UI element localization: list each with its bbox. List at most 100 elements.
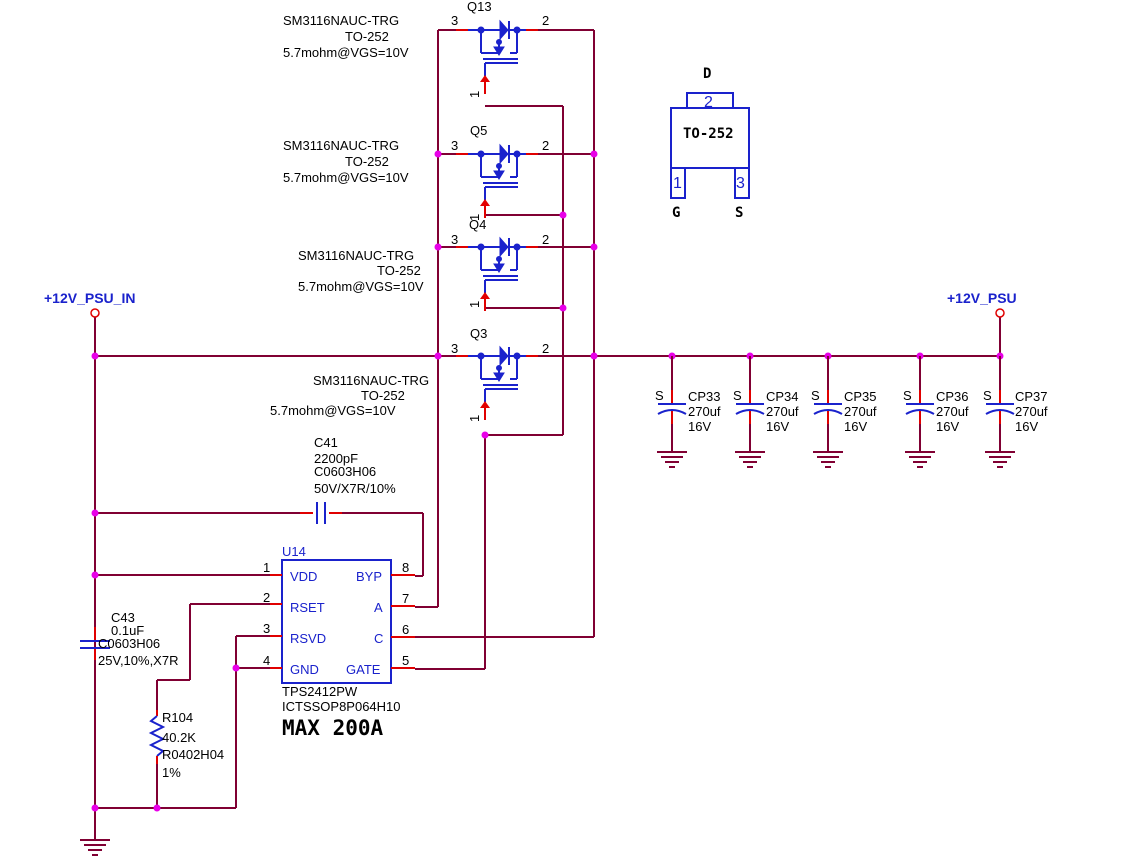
u14-pin1-num: 1 [263, 560, 270, 575]
cap-cp35: S CP35 270uf 16V [811, 388, 877, 434]
c43-value: 0.1uF [111, 623, 144, 638]
cap-cp34-symbol [735, 356, 765, 452]
ground-symbol [985, 451, 1015, 468]
q5-pin-s: 3 [451, 138, 458, 153]
u14-part: TPS2412PW [282, 684, 358, 699]
u14-pin2-name: RSET [290, 600, 325, 615]
ground-symbol [80, 839, 110, 856]
cap-cp35-symbol [813, 356, 843, 452]
c41-rating: 50V/X7R/10% [314, 481, 396, 496]
cp35-s: S [811, 388, 820, 403]
pkg-pin-3: 3 [736, 175, 745, 192]
q13-pin-g: 1 [467, 91, 482, 98]
cp34-s: S [733, 388, 742, 403]
ground-symbols [80, 451, 1015, 856]
pkg-pin-2: 2 [704, 94, 713, 111]
mosfet-q4: SM3116NAUC-TRG TO-252 5.7mohm@VGS=10V Q4… [298, 217, 549, 308]
mosfet-q3-symbol [456, 345, 538, 420]
q3-rds: 5.7mohm@VGS=10V [270, 403, 396, 418]
c41-value: 2200pF [314, 451, 358, 466]
q5-ref: Q5 [470, 123, 487, 138]
q4-pin-g: 1 [467, 301, 482, 308]
net-label-in: +12V_PSU_IN [44, 290, 135, 306]
q4-pin-d: 2 [542, 232, 549, 247]
cp33-voltage: 16V [688, 419, 711, 434]
cp33-ref: CP33 [688, 389, 721, 404]
q13-pin-d: 2 [542, 13, 549, 28]
cp37-voltage: 16V [1015, 419, 1038, 434]
cap-cp36: S CP36 270uf 16V [903, 388, 969, 434]
pkg-label-s: S [735, 205, 743, 221]
q13-pin-s: 3 [451, 13, 458, 28]
net-port-in [90, 308, 100, 318]
junctions [91, 150, 1004, 812]
net-label-out: +12V_PSU [947, 290, 1017, 306]
q3-part: SM3116NAUC-TRG [313, 373, 429, 388]
cap-cp33-symbol [657, 356, 687, 452]
cp34-voltage: 16V [766, 419, 789, 434]
q4-rds: 5.7mohm@VGS=10V [298, 279, 424, 294]
cap-c41: C41 2200pF C0603H06 50V/X7R/10% [300, 435, 396, 524]
wires [94, 29, 1001, 840]
u14-pin3-num: 3 [263, 621, 270, 636]
cp35-value: 270uf [844, 404, 877, 419]
cap-cp37-symbol [985, 356, 1015, 452]
cp34-value: 270uf [766, 404, 799, 419]
cp33-s: S [655, 388, 664, 403]
ground-symbol [735, 451, 765, 468]
r104-pkg: R0402H04 [162, 747, 224, 762]
q5-pin-d: 2 [542, 138, 549, 153]
mosfet-q5-symbol [456, 143, 538, 218]
q3-pin-d: 2 [542, 341, 549, 356]
cap-c43: C43 0.1uF C0603H06 25V,10%,X7R [80, 610, 178, 668]
u14-pin3-name: RSVD [290, 631, 326, 646]
cap-cp33: S CP33 270uf 16V [655, 388, 721, 434]
q13-ref: Q13 [467, 0, 492, 14]
cp33-value: 270uf [688, 404, 721, 419]
pkg-pin-right [734, 167, 750, 199]
q13-part: SM3116NAUC-TRG [283, 13, 399, 28]
mosfet-q13-symbol [456, 19, 538, 94]
q4-part: SM3116NAUC-TRG [298, 248, 414, 263]
c43-pkg: C0603H06 [98, 636, 160, 651]
u14-pin8-name: BYP [356, 569, 382, 584]
u14-pin8-num: 8 [402, 560, 409, 575]
c41-ref: C41 [314, 435, 338, 450]
q4-pin-s: 3 [451, 232, 458, 247]
cp36-value: 270uf [936, 404, 969, 419]
cap-cp34: S CP34 270uf 16V [733, 388, 799, 434]
u14-pin5-name: GATE [346, 662, 381, 677]
output-capacitors: S CP33 270uf 16V S CP34 270uf 16V S CP35… [655, 388, 1048, 434]
q5-pin-g: 1 [467, 214, 482, 221]
cp36-ref: CP36 [936, 389, 969, 404]
c43-ref: C43 [111, 610, 135, 625]
cp37-ref: CP37 [1015, 389, 1048, 404]
q13-pkg: TO-252 [345, 29, 389, 44]
u14-pin7-num: 7 [402, 591, 409, 606]
ic-u14: U14 1 2 3 4 VDD RSET RSVD GND 8 7 6 5 BY… [263, 544, 415, 714]
c41-pkg: C0603H06 [314, 464, 376, 479]
u14-pin7-name: A [374, 600, 383, 615]
r104-ref: R104 [162, 710, 193, 725]
cp37-value: 270uf [1015, 404, 1048, 419]
q5-pkg: TO-252 [345, 154, 389, 169]
u14-pin2-num: 2 [263, 590, 270, 605]
q3-ref: Q3 [470, 326, 487, 341]
mosfet-q13: SM3116NAUC-TRG TO-252 5.7mohm@VGS=10V Q1… [283, 0, 549, 98]
q4-ref: Q4 [469, 217, 486, 232]
net-in: +12V_PSU_IN [44, 290, 135, 318]
u14-body [281, 559, 392, 684]
cap-cp36-symbol [905, 356, 935, 452]
u14-pkg: ICTSSOP8P064H10 [282, 699, 401, 714]
cp37-s: S [983, 388, 992, 403]
mosfet-symbols [456, 19, 538, 420]
u14-ref: U14 [282, 544, 306, 559]
c43-rating: 25V,10%,X7R [98, 653, 178, 668]
q4-pkg: TO-252 [377, 263, 421, 278]
mosfet-q4-symbol [456, 236, 538, 311]
u14-pin4-num: 4 [263, 653, 270, 668]
ground-symbol [813, 451, 843, 468]
ground-symbol [657, 451, 687, 468]
max-current-note: MAX 200A [282, 716, 384, 740]
